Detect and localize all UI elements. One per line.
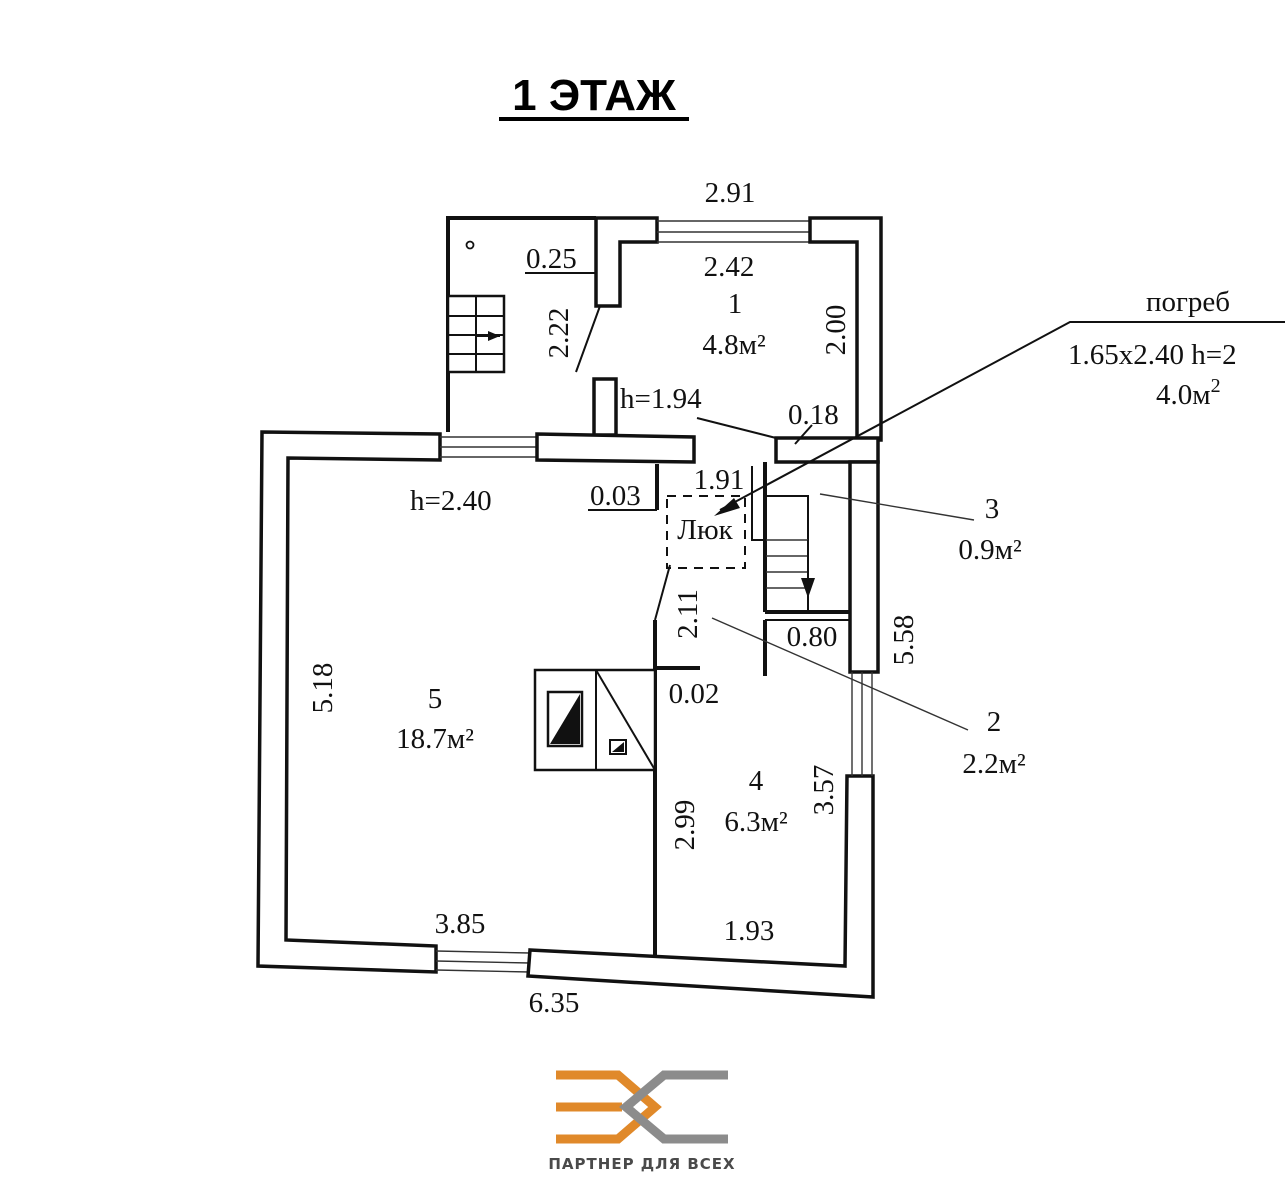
- dim-wall-003: 0.03: [590, 480, 641, 512]
- room-4-area: 6.3м²: [724, 806, 788, 838]
- dim-room4-right: 3.57: [808, 765, 840, 816]
- main-block-walls: [256, 321, 1285, 999]
- page-title: 1 ЭТАЖ: [512, 71, 676, 120]
- cellar-size: 1.65x2.40 h=2: [1068, 339, 1237, 371]
- stove-icon: [533, 668, 657, 772]
- dim-top-outer: 2.91: [705, 177, 756, 209]
- room-3-number: 3: [985, 493, 1000, 525]
- room-2-area: 2.2м²: [962, 748, 1026, 780]
- dim-room4-width: 1.93: [724, 915, 775, 947]
- upper-annex-walls: [446, 216, 883, 464]
- room-5-area: 18.7м²: [396, 723, 474, 755]
- dim-room4-left: 2.99: [669, 800, 701, 851]
- dim-bottom-outer: 6.35: [529, 987, 580, 1019]
- dim-h-240: h=2.40: [410, 485, 492, 517]
- cellar-pointer-icon: [714, 498, 740, 516]
- dim-wall-002: 0.02: [669, 678, 720, 710]
- dim-h-194: h=1.94: [620, 383, 702, 415]
- dim-height-211: 2.11: [672, 589, 704, 639]
- dim-room5-width: 3.85: [435, 908, 486, 940]
- room-1-area: 4.8м²: [702, 329, 766, 361]
- dim-width-080: 0.80: [787, 621, 838, 653]
- logo-slogan: ПАРТНЕР ДЛЯ ВСЕХ: [548, 1155, 735, 1173]
- dim-room1-right: 2.00: [820, 305, 852, 356]
- room-1-number: 1: [728, 288, 743, 320]
- dim-room1-left: 2.22: [543, 308, 575, 359]
- stairs-down-icon: [751, 466, 815, 612]
- drain-icon: [465, 240, 475, 250]
- dim-wall-025: 0.25: [526, 243, 577, 275]
- hatch-outline: [666, 495, 746, 569]
- dim-width-191: 1.91: [694, 464, 745, 496]
- room-5-number: 5: [428, 683, 443, 715]
- hatch-label: Люк: [677, 514, 733, 546]
- arrow-right-icon: [488, 331, 500, 341]
- company-logo: ПАРТНЕР ДЛЯ ВСЕХ: [548, 1070, 735, 1173]
- room-4-number: 4: [749, 765, 764, 797]
- cellar-area: 4.0м2: [1156, 375, 1221, 411]
- room-2-number: 2: [987, 706, 1002, 738]
- dim-outer-558: 5.58: [888, 615, 920, 666]
- dim-room1-width: 2.42: [704, 251, 755, 283]
- room-3-area: 0.9м²: [958, 534, 1022, 566]
- dim-room5-height: 5.18: [307, 663, 339, 714]
- dim-wall-018: 0.18: [788, 399, 839, 431]
- cellar-name: погреб: [1146, 286, 1230, 318]
